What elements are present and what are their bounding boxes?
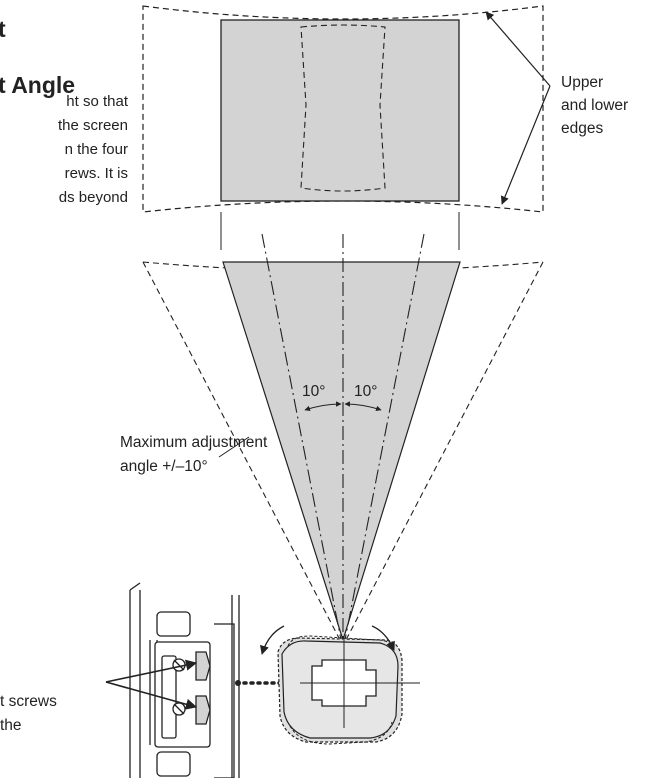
screen-projection — [142, 5, 544, 250]
max-angle-label-line2: angle +/–10° — [120, 458, 208, 475]
outer-dashed-left — [142, 261, 340, 639]
rotate-arrow-right — [371, 625, 395, 651]
edges-label-line2: and lower — [561, 97, 629, 114]
edges-label-line1: Upper — [561, 74, 604, 91]
connector-dot — [235, 680, 241, 686]
camera-head — [259, 625, 420, 745]
rotate-arrow-left — [259, 625, 285, 655]
beam-cone — [142, 233, 544, 643]
outer-dashed-right — [346, 261, 544, 639]
screen-rect — [220, 19, 460, 202]
max-angle-label-line1: Maximum adjustment — [120, 434, 268, 451]
wall-bracket — [129, 582, 240, 778]
angle-arc-left — [304, 401, 342, 412]
dash-dot-right — [344, 233, 425, 641]
angle-label-right: 10° — [354, 383, 378, 400]
edges-label-line3: edges — [561, 120, 604, 137]
heading-main: t Angle — [0, 72, 76, 98]
edge-arrow-lower — [500, 85, 551, 205]
angle-arc-right — [344, 401, 382, 412]
body-line-4: rews. It is — [64, 165, 128, 182]
heading-top: t — [0, 16, 6, 42]
screw-pointer-lower — [105, 681, 198, 710]
body-line-5: ds beyond — [58, 189, 128, 206]
screw-pointer-upper — [105, 659, 198, 683]
beam-fill — [222, 261, 461, 643]
screen-inner-dashed — [300, 24, 386, 192]
body-line-2: the screen — [57, 117, 128, 134]
edge-arrow-upper — [485, 11, 551, 87]
max-angle-pointer — [218, 436, 250, 458]
dash-dot-left — [261, 233, 342, 641]
screen-outer-dashed — [142, 5, 544, 213]
screws-label-line1: t screws — [0, 693, 57, 710]
angle-label-left: 10° — [302, 383, 326, 400]
screws-label-line2: the — [0, 717, 22, 734]
body-line-1: ht so that — [66, 93, 128, 110]
body-line-3: n the four — [64, 141, 128, 158]
